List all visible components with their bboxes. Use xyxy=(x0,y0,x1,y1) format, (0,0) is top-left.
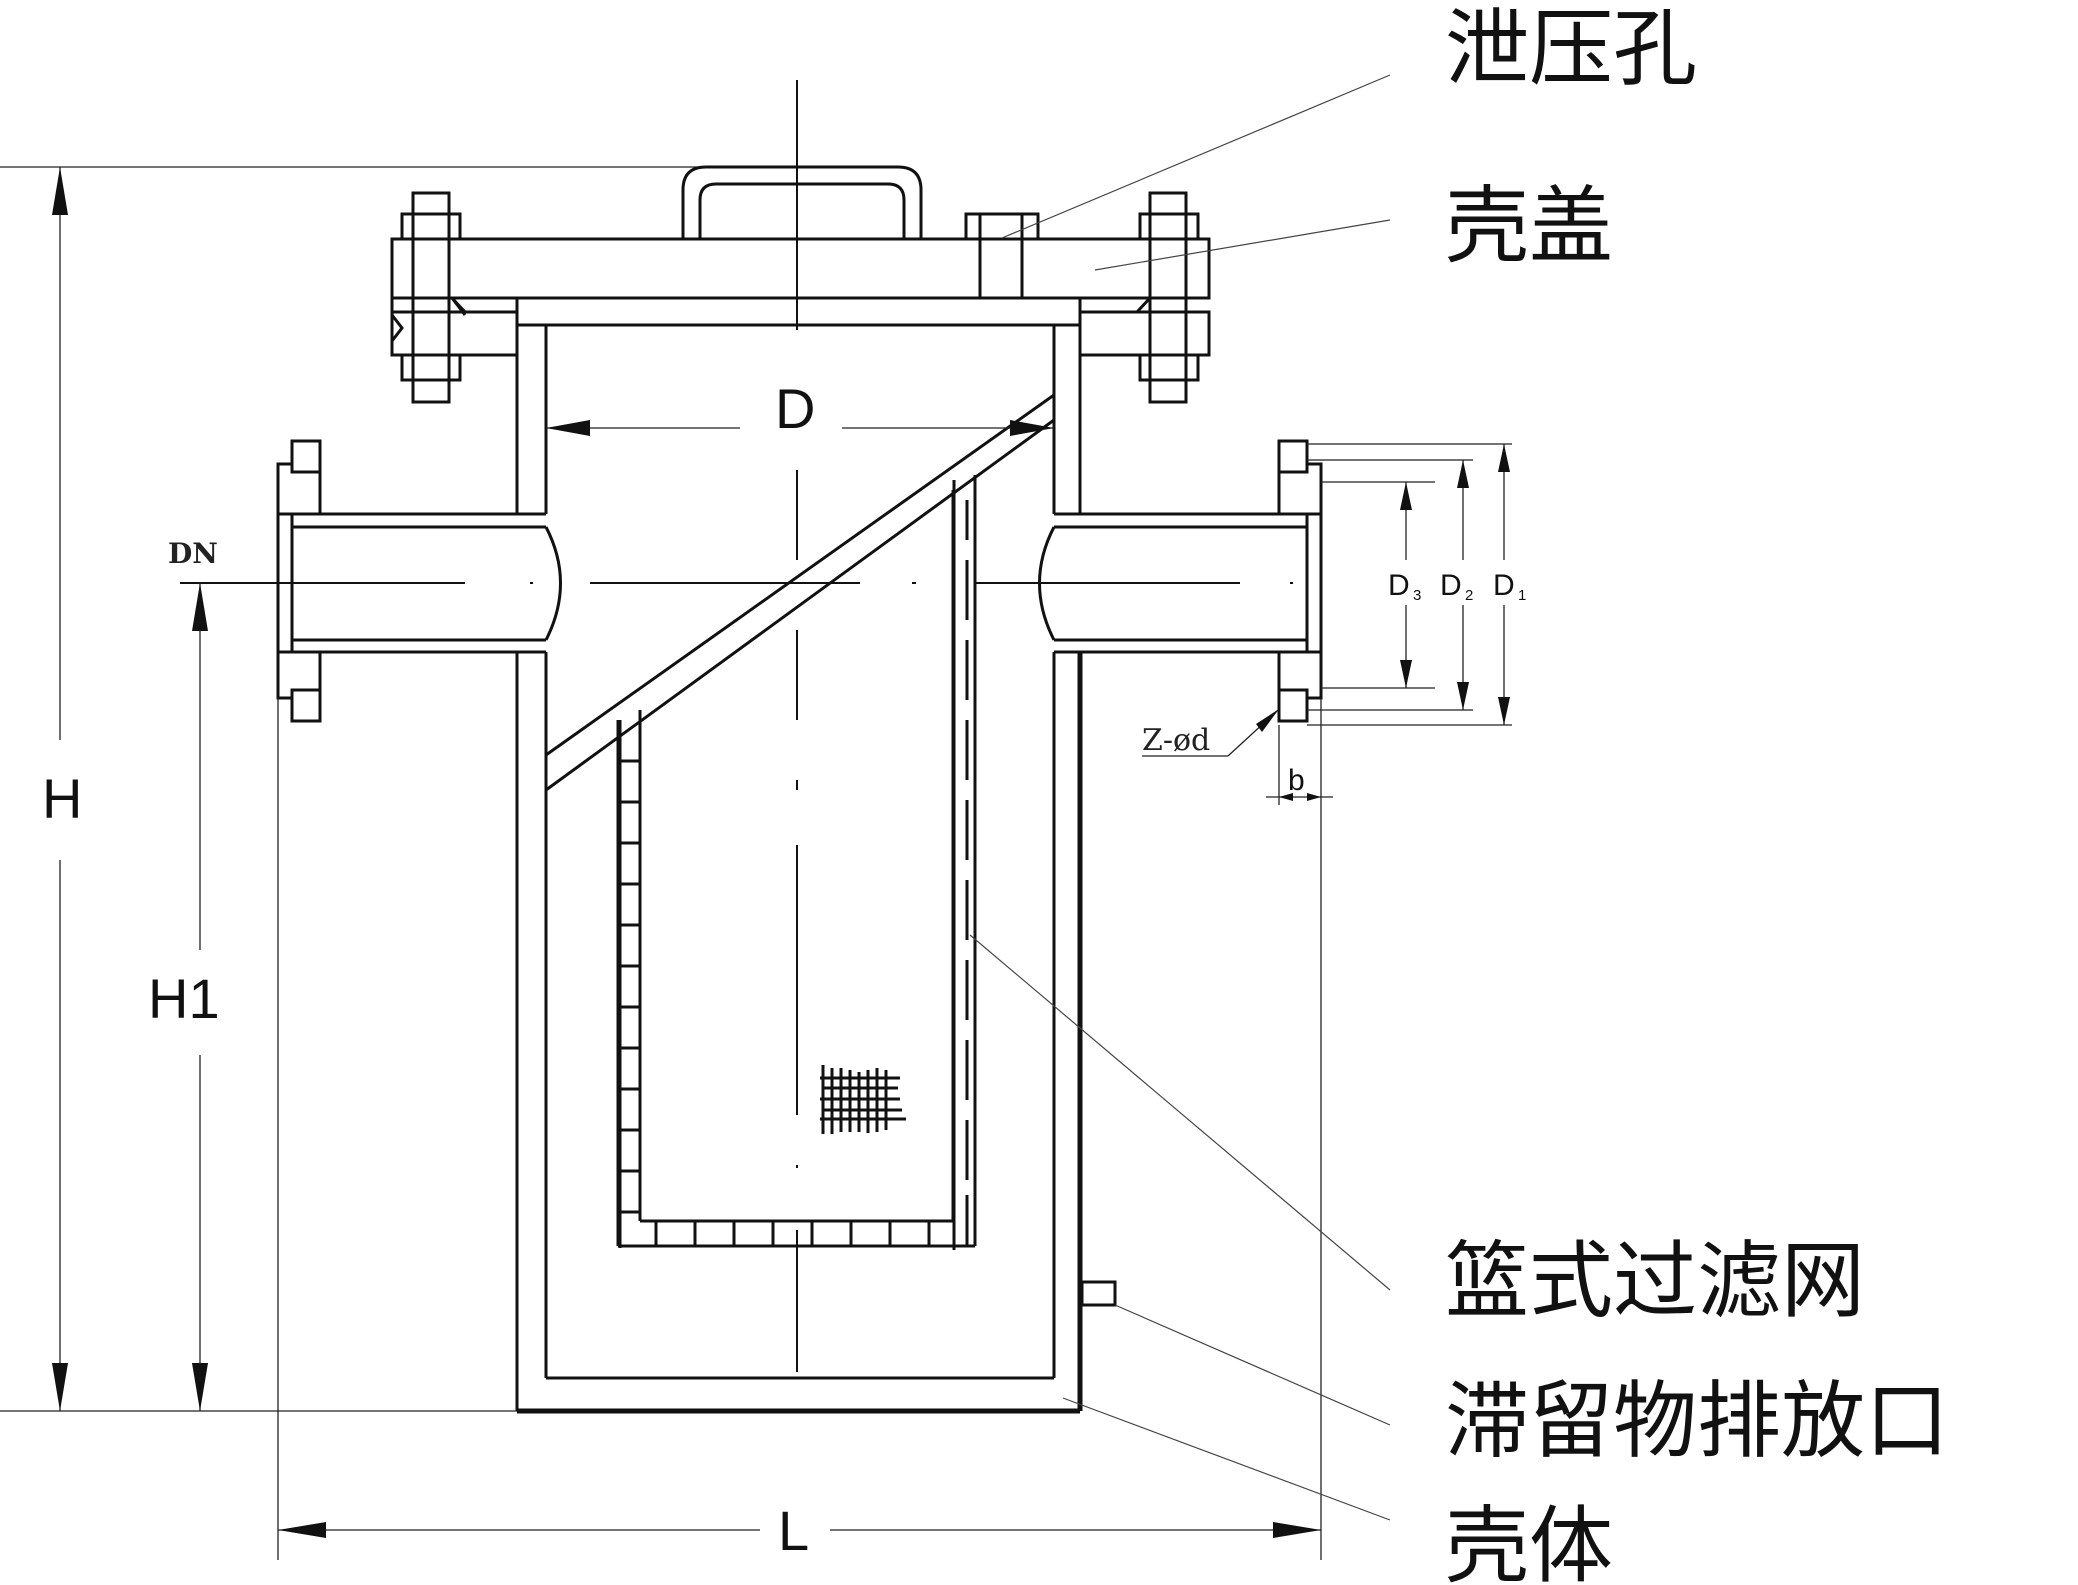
label-cover: 壳盖 xyxy=(1445,177,1613,275)
relief-hole-plug xyxy=(964,212,1040,300)
label-basket-filter: 篮式过滤网 xyxy=(1445,1232,1865,1330)
flange-bolt-left xyxy=(400,191,462,404)
dimension-h-label: H xyxy=(42,767,82,830)
leader-lines xyxy=(969,74,1391,1521)
dimension-dn-label: DN xyxy=(168,537,218,570)
dimension-d3-label: D xyxy=(1388,569,1410,602)
dimension-d3-subscript: 3 xyxy=(1413,587,1421,604)
label-relief-hole: 泄压孔 xyxy=(1445,0,1697,98)
drain-outlet-nozzle xyxy=(1080,1280,1117,1307)
dimension-h1 xyxy=(192,583,208,1411)
dimension-h1-label: H1 xyxy=(148,967,220,1030)
dimension-b-label: b xyxy=(1288,764,1305,797)
dimension-bolt-holes-label: Z-ød xyxy=(1142,723,1210,758)
inlet-pipe xyxy=(276,439,562,723)
basket-filter xyxy=(616,475,977,1248)
dimension-h xyxy=(52,167,68,1411)
dimension-d2-subscript: 2 xyxy=(1465,587,1473,604)
label-body: 壳体 xyxy=(1445,1497,1613,1585)
mesh-symbol-icon xyxy=(820,1065,906,1134)
basket-bottom-rungs xyxy=(654,1221,931,1246)
cover-handle xyxy=(681,165,923,239)
flange-bolt-right xyxy=(1138,191,1200,404)
dimension-l-label: L xyxy=(778,1499,809,1562)
dimension-d1-label: D xyxy=(1493,569,1515,602)
dimension-d2-label: D xyxy=(1440,569,1462,602)
basket-left-rungs xyxy=(618,759,640,1214)
label-drain-outlet: 滞留物排放口 xyxy=(1445,1372,1949,1470)
dimension-d xyxy=(546,420,1054,436)
dimension-bolt-holes xyxy=(1142,709,1279,757)
dimension-l xyxy=(277,698,1322,1560)
dimension-d-label: D xyxy=(775,377,815,440)
dimension-d1-subscript: 1 xyxy=(1518,587,1526,604)
center-lines xyxy=(180,80,1293,1372)
dimension-b xyxy=(1266,725,1333,805)
body-shell xyxy=(515,296,1083,1414)
diagonal-baffle xyxy=(545,393,1055,1250)
dimension-flange-diameters xyxy=(1307,443,1512,726)
